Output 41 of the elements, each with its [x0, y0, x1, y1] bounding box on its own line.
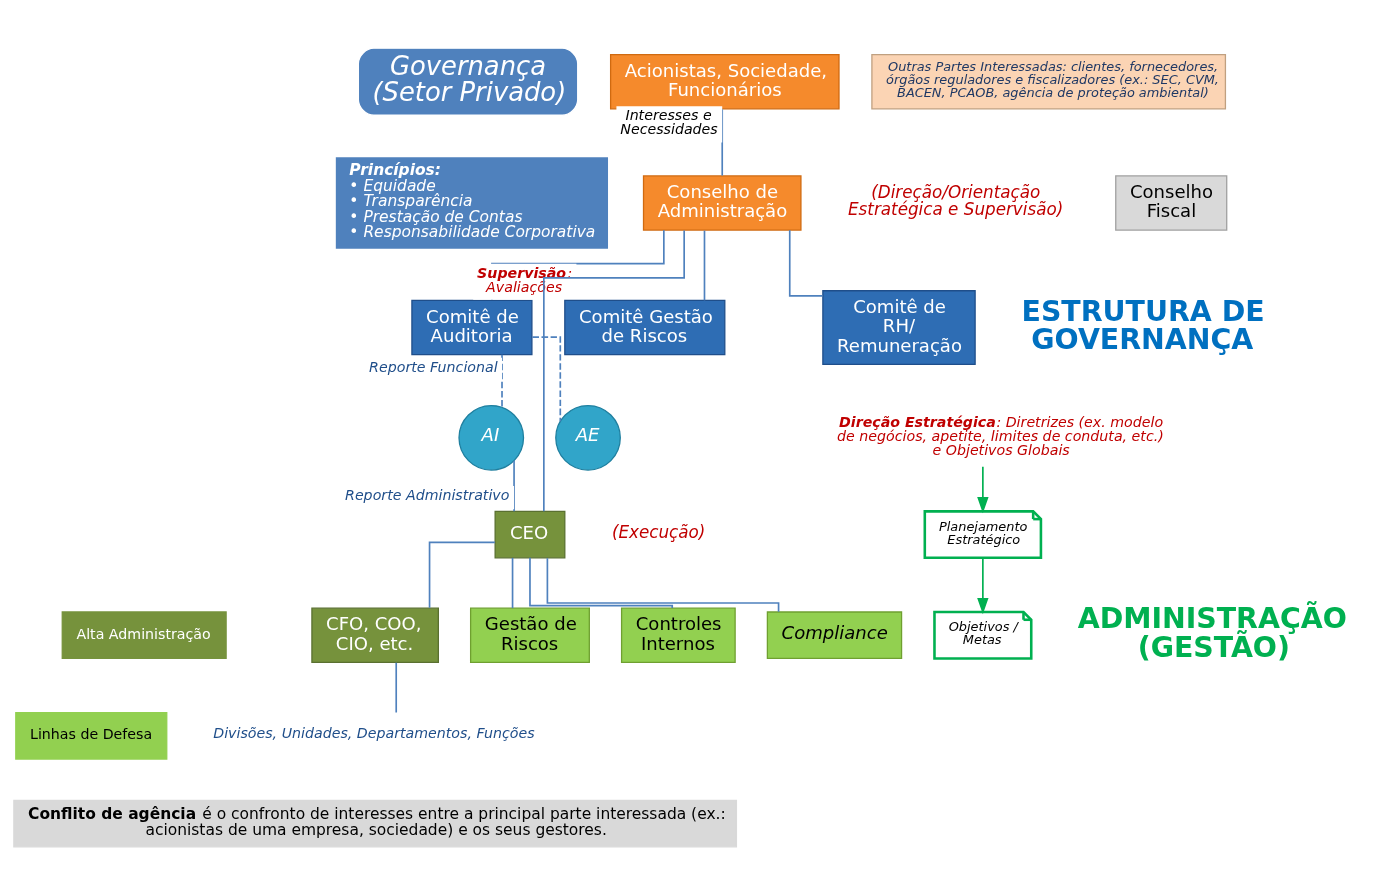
node-box: Controles Internos: [620, 607, 736, 663]
legend-label: Linhas de Defesa: [29, 726, 153, 743]
edge-label: Interesses e Necessidades: [620, 107, 718, 138]
connector: [513, 459, 515, 512]
node-box: Comitê Gestão de Riscos: [564, 299, 726, 356]
node-box: CFO, COO, CIO, etc.: [311, 607, 439, 663]
node-box: Governança (Setor Privado): [357, 47, 579, 116]
node-box: Gestão de Riscos: [469, 607, 590, 663]
node-box: Acionistas, Sociedade, Funcionários: [609, 53, 840, 110]
edge-label: Reporte Funcional: [369, 358, 498, 375]
connector: [703, 229, 706, 302]
node-label: (Direção/Orientação Estratégica e Supervisão): [848, 182, 1064, 220]
arrow: [977, 466, 989, 514]
node-circle: AI: [458, 404, 525, 471]
connector: [428, 541, 496, 609]
node-label: (Execução): [611, 521, 706, 542]
node-box: Outras Partes Interessadas: clientes, fornecedores, órgãos reguladores e fiscalizadores (ex.: SEC, CVM, BACEN, PCAOB, agência de proteção ambiental): [871, 53, 1227, 110]
node-box: Princípios: • Equidade • Transparência • Prestação de Contas • Responsabilidade Corporativa: [334, 155, 610, 251]
node-box: CEO: [494, 510, 566, 559]
connector: [531, 336, 562, 423]
node-box: Compliance: [766, 611, 903, 660]
node-box: Comitê de RH/ Remuneração: [822, 290, 976, 365]
arrow: [977, 557, 989, 615]
node-box: Comitê de Auditoria: [411, 299, 533, 356]
label: ADMINISTRAÇÃO (GESTÃO): [1077, 602, 1347, 664]
node-circle: AE: [555, 404, 621, 471]
connector: [511, 557, 514, 609]
edge-label: Reporte Administrativo: [345, 486, 510, 503]
label: ESTRUTURA DE GOVERNANÇA: [1021, 294, 1265, 356]
node-box: Conselho Fiscal: [1115, 175, 1228, 231]
node-text: Divisões, Unidades, Departamentos, Funções: [213, 725, 535, 742]
connector: [501, 353, 503, 409]
legend-label: Alta Administração: [76, 625, 211, 642]
connector: [529, 557, 674, 609]
node-box: Conselho de Administração: [642, 175, 802, 231]
connector: [543, 229, 685, 513]
connector: [395, 661, 398, 714]
connector: [788, 229, 824, 297]
node-box: Conflito de agência é o confronto de interesses entre a principal parte interessada (ex.: acionistas de uma empresa, sociedade) e os seus gestores.: [13, 799, 738, 848]
connector: [546, 557, 780, 613]
node-text: Direção Estratégica: Diretrizes (ex. modelo de negócios, apetite, limites de conduta, etc.) e Objetivos Globais: [837, 413, 1164, 458]
